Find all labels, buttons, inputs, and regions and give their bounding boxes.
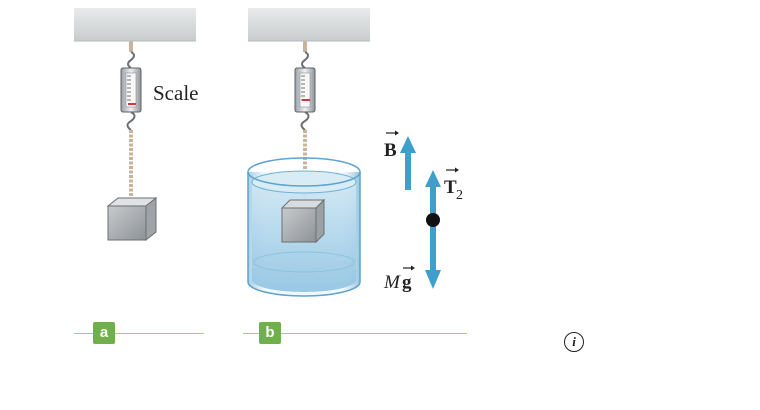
- hook-lower-a: [126, 111, 136, 131]
- scale-label: Scale: [153, 81, 198, 105]
- buoyant-force-symbol: B: [384, 140, 397, 161]
- ceiling-a: [74, 8, 196, 41]
- tension-arrow: [425, 170, 441, 220]
- weight-label: M g: [383, 265, 415, 293]
- cube-b: [280, 198, 326, 244]
- buoyant-force-arrow: [400, 136, 416, 190]
- buoyant-force-label: B: [384, 130, 399, 161]
- panel-b-tag: b: [259, 322, 281, 344]
- weight-arrow: [425, 220, 441, 289]
- water-surface: [251, 170, 357, 194]
- hook-upper-a: [127, 51, 135, 69]
- tension-subscript: 2: [456, 188, 463, 203]
- free-body-diagram: B T 2 M g: [383, 130, 463, 293]
- tension-symbol: T: [444, 177, 457, 198]
- body-point: [426, 213, 440, 227]
- info-icon[interactable]: i: [564, 332, 584, 352]
- ceiling-b: [248, 8, 370, 41]
- tension-label: T 2: [444, 167, 463, 203]
- hook-upper-b: [301, 51, 309, 69]
- weight-mass-symbol: M: [383, 272, 401, 293]
- cube-a: [106, 196, 158, 242]
- panel-b-divider: [243, 333, 467, 334]
- weight-g-symbol: g: [402, 272, 412, 293]
- panel-a-tag: a: [93, 322, 115, 344]
- panel-a-divider: [74, 333, 204, 334]
- hook-lower-b: [300, 111, 310, 131]
- panel-b: B T 2 M g: [247, 8, 463, 297]
- panel-a: Scale: [74, 8, 198, 242]
